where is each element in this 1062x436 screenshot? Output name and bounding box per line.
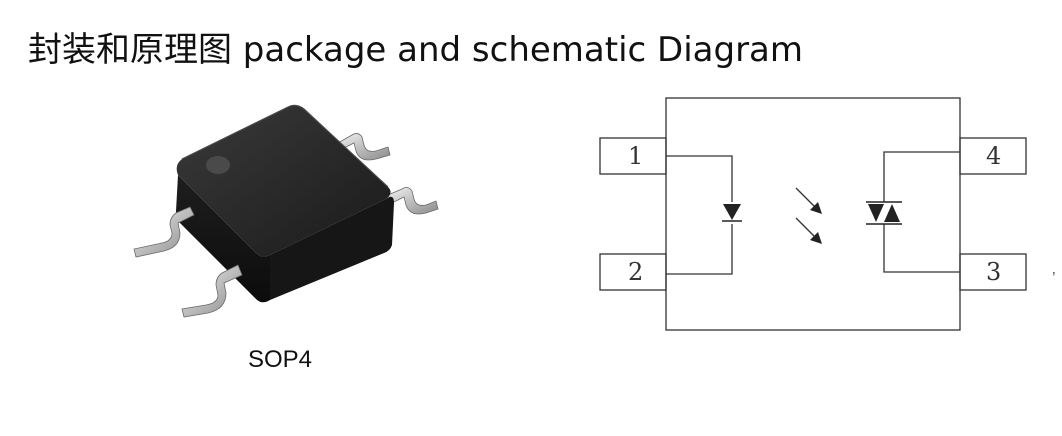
pin-1-label: 1 — [628, 142, 643, 170]
pin-2-box — [599, 253, 667, 291]
package-label: SOP4 — [248, 346, 313, 373]
pin1-marker-dot — [206, 156, 230, 174]
lead-front-left-top — [133, 206, 195, 258]
pin-4-label: 4 — [986, 142, 1001, 170]
led-diode-symbol — [722, 204, 742, 222]
triac-wire-top — [883, 151, 960, 202]
pin-4-box — [959, 137, 1027, 175]
package-top-face — [176, 105, 391, 257]
page-title: 封装和原理图 package and schematic Diagram — [28, 30, 804, 70]
triac-symbol — [866, 201, 902, 225]
lead-back-right-bottom — [387, 187, 439, 215]
triac-wire-bottom — [883, 224, 960, 273]
package-left-face — [176, 175, 270, 303]
led-wire-bottom — [666, 224, 733, 275]
schematic-body-box — [665, 97, 961, 331]
led-wire-top — [666, 155, 733, 202]
schematic-diagram: 1 2 3 4 — [599, 97, 1027, 331]
light-arrow-1-head — [810, 202, 822, 214]
package-right-face — [270, 196, 394, 300]
edge-mark: ’ — [1052, 270, 1056, 287]
sop4-package-image — [133, 104, 439, 318]
lead-back-right-top — [337, 133, 391, 161]
pin-3-label: 3 — [986, 258, 1001, 286]
light-arrow-2-head — [810, 232, 822, 244]
pin-2-label: 2 — [628, 258, 643, 286]
lead-front-left-bottom — [181, 264, 243, 318]
